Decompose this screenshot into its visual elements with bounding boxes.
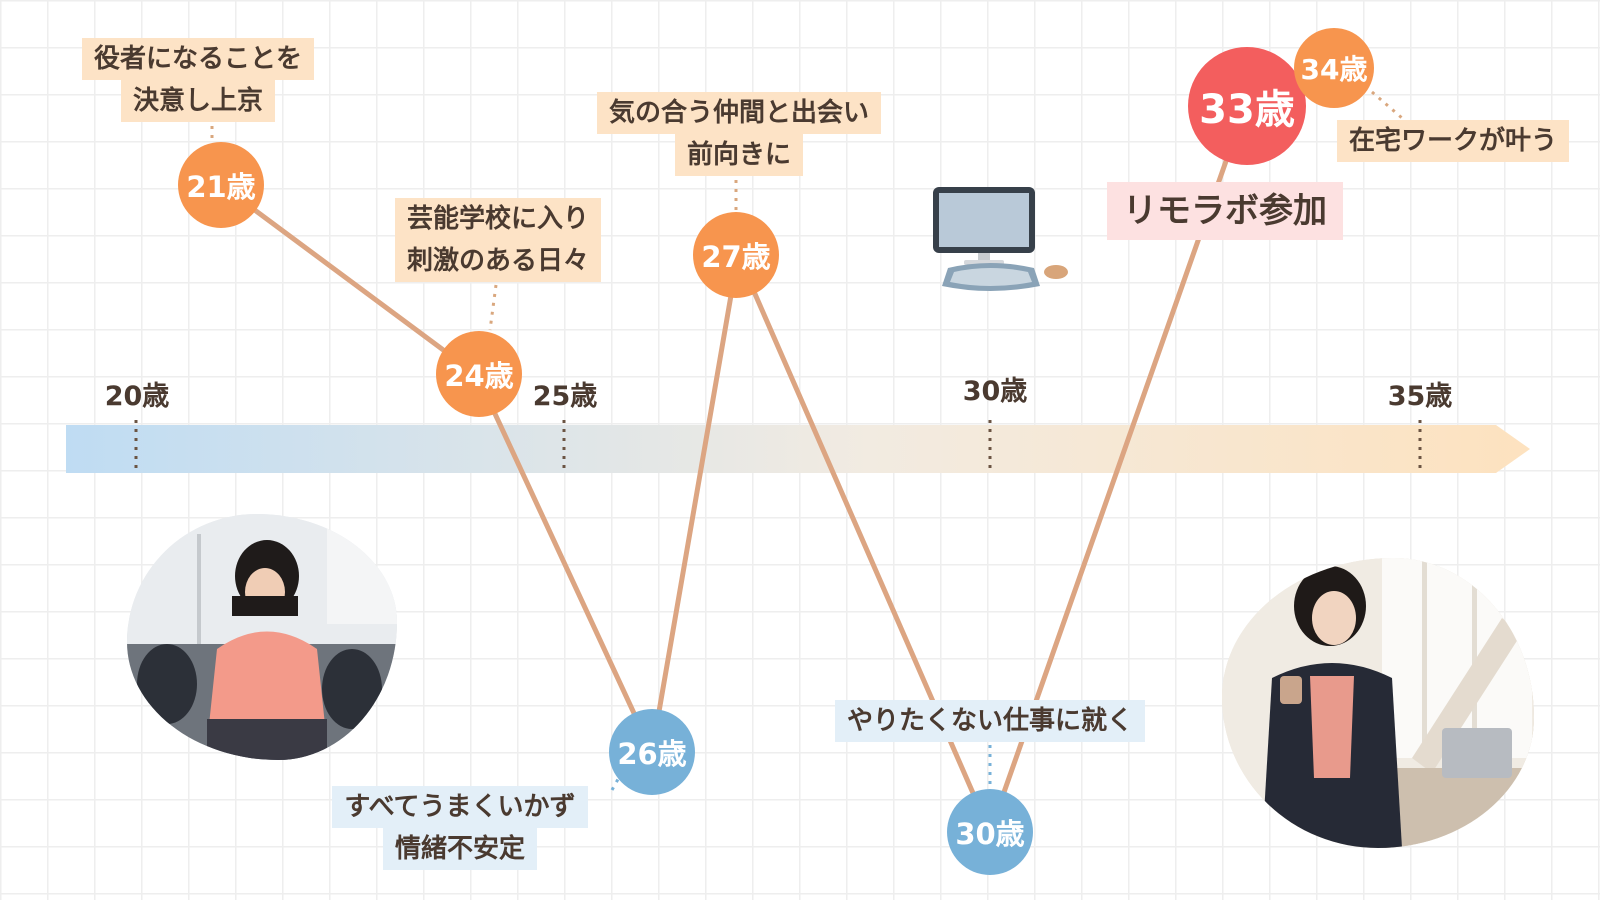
- note-21-line-2: 決意し上京: [120, 80, 275, 122]
- connector-34: [1371, 90, 1403, 120]
- desktop-computer-icon: [933, 187, 1068, 291]
- note-27-line-2: 前向きに: [674, 134, 803, 176]
- note-30-line-1: やりたくない仕事に就く: [834, 700, 1145, 742]
- photo-woman-sitting: [127, 514, 397, 760]
- note-21-line-1: 役者になることを: [81, 38, 314, 80]
- note-33-line-1: リモラボ参加: [1107, 182, 1343, 240]
- milestone-node-26: 26歳: [609, 709, 695, 795]
- note-27: 気の合う仲間と出会い 前向きに: [580, 92, 898, 176]
- note-30: やりたくない仕事に就く: [814, 700, 1166, 742]
- milestone-node-21: 21歳: [178, 142, 264, 228]
- connector-26: [610, 771, 624, 791]
- note-26-line-2: 情緒不安定: [382, 828, 537, 870]
- timeline-arrow: [66, 425, 1530, 473]
- note-26-line-1: すべてうまくいかず: [332, 786, 588, 828]
- milestone-node-33: 33歳: [1188, 47, 1306, 165]
- note-27-line-1: 気の合う仲間と出会い: [596, 92, 881, 134]
- milestone-node-27: 27歳: [693, 212, 779, 298]
- connector-24: [488, 284, 498, 331]
- note-34-line-1: 在宅ワークが叶う: [1336, 120, 1569, 162]
- milestone-node-24: 24歳: [436, 331, 522, 417]
- note-34: 在宅ワークが叶う: [1320, 120, 1586, 162]
- axis-label-30: 30歳: [962, 376, 1028, 407]
- note-24: 芸能学校に入り 刺激のある日々: [383, 198, 613, 282]
- note-26: すべてうまくいかず 情緒不安定: [312, 786, 608, 870]
- milestone-node-34: 34歳: [1294, 28, 1374, 108]
- photo-woman-with-phone: [1222, 558, 1534, 848]
- note-33: リモラボ参加: [1100, 182, 1350, 240]
- milestone-node-30: 30歳: [947, 789, 1033, 875]
- note-24-line-2: 刺激のある日々: [394, 240, 601, 282]
- axis-label-20: 20歳: [104, 381, 170, 412]
- note-24-line-1: 芸能学校に入り: [394, 198, 601, 240]
- note-21: 役者になることを 決意し上京: [70, 38, 326, 122]
- axis-label-25: 25歳: [532, 381, 598, 412]
- axis-label-35: 35歳: [1387, 381, 1453, 412]
